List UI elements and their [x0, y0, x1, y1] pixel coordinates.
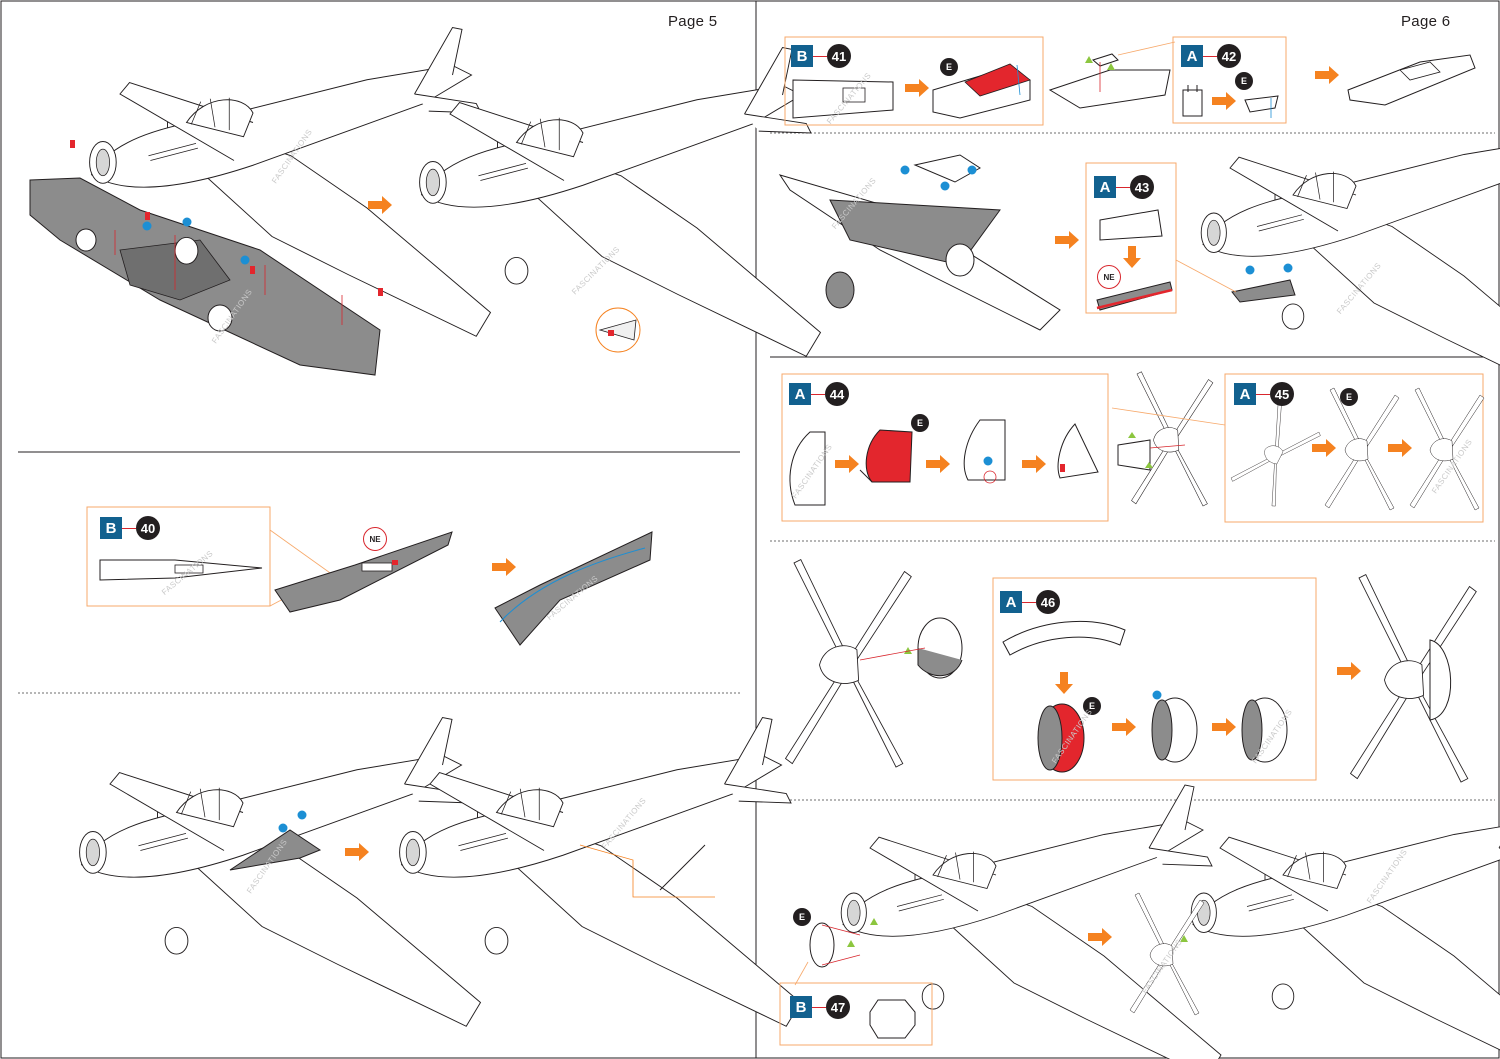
step-42-result-illustration	[1244, 95, 1279, 118]
step-47-part-illustration	[869, 999, 916, 1039]
step-45-result-illustration	[1409, 387, 1485, 511]
step-40-result-illustration	[494, 531, 653, 646]
step-42-part-illustration	[1182, 85, 1203, 117]
arrow	[1388, 439, 1412, 457]
step-47-result-illustration	[1129, 784, 1500, 1059]
sheet-letter-badge: A	[1094, 176, 1116, 198]
step-46-part-illustration	[1002, 620, 1126, 773]
arrow	[1055, 231, 1079, 249]
step-46-ring-illustration	[1151, 690, 1198, 763]
arrow	[1212, 718, 1236, 736]
step-40-callout-box	[86, 506, 271, 607]
ne-marker: NE	[363, 527, 387, 551]
step-41-callout-box	[784, 36, 1044, 126]
e-marker: E	[1235, 72, 1253, 90]
e-marker: E	[1083, 697, 1101, 715]
step-39-assembly-illustration	[29, 27, 491, 376]
arrow	[905, 79, 929, 97]
step-46-callout-box	[992, 577, 1317, 781]
step-41-part-illustration	[792, 79, 894, 119]
step-number-badge: 42	[1217, 44, 1241, 68]
step-44-cone-illustration	[963, 419, 1006, 484]
step-40-install-illustration	[79, 717, 481, 1027]
step-43-label: A 43	[1094, 175, 1154, 199]
step-43-part-illustration	[1096, 209, 1173, 311]
step-45-part-illustration	[1228, 400, 1325, 510]
step-45-bent-prop-illustration	[1324, 387, 1400, 511]
e-marker: E	[911, 414, 929, 432]
step-42-final-illustration	[1347, 54, 1476, 106]
step-43-result-illustration	[1175, 104, 1500, 398]
e-marker: E	[793, 908, 811, 926]
arrow	[1315, 66, 1339, 84]
page-number-5: Page 5	[668, 13, 718, 30]
sheet-letter-badge: A	[1234, 383, 1256, 405]
e-marker: E	[940, 58, 958, 76]
step-46-result-illustration	[1241, 697, 1288, 763]
step-46-final-illustration	[1350, 574, 1477, 783]
e-marker: E	[1340, 388, 1358, 406]
sheet-letter-badge: A	[1181, 45, 1203, 67]
arrow	[345, 843, 369, 861]
sheet-letter-badge: A	[1000, 591, 1022, 613]
step-number-badge: 47	[826, 995, 850, 1019]
step-43-callout-box	[1085, 162, 1177, 314]
arrow	[492, 558, 516, 576]
arrow	[1088, 928, 1112, 946]
arrow	[1312, 439, 1336, 457]
step-47-label: B 47	[790, 995, 850, 1019]
step-44-45-join-illustration	[1111, 371, 1226, 507]
step-45-callout-box	[1224, 373, 1484, 523]
step-44-label: A 44	[789, 382, 849, 406]
step-47-callout-box	[779, 982, 933, 1046]
step-42-label: A 42	[1181, 44, 1241, 68]
step-number-badge: 46	[1036, 590, 1060, 614]
step-40-install-result-illustration	[399, 717, 801, 1027]
sheet-letter-badge: B	[100, 517, 122, 539]
sheet-letter-badge: B	[790, 996, 812, 1018]
step-41-result-illustration	[932, 63, 1031, 119]
arrow	[1022, 455, 1046, 473]
arrow	[1212, 92, 1236, 110]
ne-marker: NE	[1097, 265, 1121, 289]
step-40-label: B 40	[100, 516, 160, 540]
step-41-label: B 41	[791, 44, 851, 68]
sheet-letter-badge: A	[789, 383, 811, 405]
arrow	[1112, 718, 1136, 736]
step-number-badge: 45	[1270, 382, 1294, 406]
step-45-label: A 45	[1234, 382, 1294, 406]
step-46-prop-illustration	[785, 559, 963, 768]
step-40-part-illustration	[99, 529, 453, 613]
arrow	[926, 455, 950, 473]
sheet-letter-badge: B	[791, 45, 813, 67]
step-39-result-illustration	[419, 47, 821, 357]
step-number-badge: 41	[827, 44, 851, 68]
step-44-callout-box	[781, 373, 1109, 522]
step-41-42-assembly-illustration	[1048, 41, 1176, 109]
step-44-result-illustration	[1057, 423, 1099, 479]
step-number-badge: 43	[1130, 175, 1154, 199]
step-47-assembly-illustration	[794, 784, 1222, 1059]
arrow	[835, 455, 859, 473]
step-43-underside-illustration	[778, 154, 1061, 331]
step-44-red-cone-illustration	[859, 429, 913, 483]
step-number-badge: 40	[136, 516, 160, 540]
step-44-part-illustration	[789, 431, 826, 506]
page-number-6: Page 6	[1401, 13, 1451, 30]
step-number-badge: 44	[825, 382, 849, 406]
step-42-callout-box	[1172, 36, 1287, 124]
arrow	[1337, 662, 1361, 680]
step-46-label: A 46	[1000, 590, 1060, 614]
